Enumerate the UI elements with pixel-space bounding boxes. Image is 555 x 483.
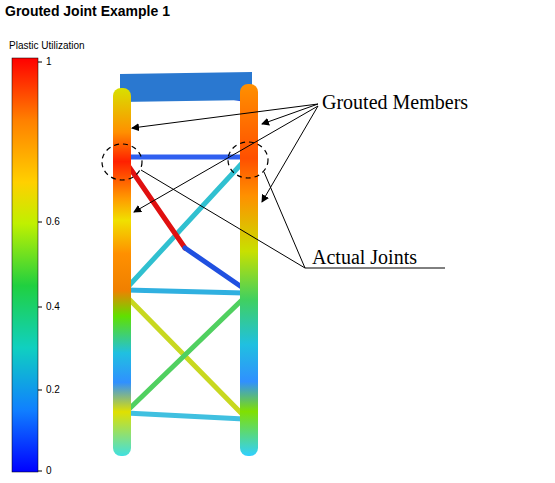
annotation: Grouted Members	[322, 91, 468, 114]
left-leg	[113, 88, 131, 456]
braces	[123, 88, 248, 419]
title: Grouted Joint Example 1	[5, 3, 170, 19]
leader-lines	[132, 104, 445, 268]
joint-circles	[102, 142, 268, 180]
color-bar	[12, 58, 38, 472]
tick-label: 1	[46, 56, 52, 67]
tick-label: 0	[46, 465, 52, 476]
right-leg	[240, 84, 258, 456]
tick-label: 0.2	[46, 384, 60, 395]
top-deck	[120, 72, 252, 102]
color-bar-ticks	[38, 62, 42, 471]
annotation: Actual Joints	[312, 246, 417, 269]
colorbar-title: Plastic Utilization	[9, 40, 85, 51]
tick-label: 0.4	[46, 301, 60, 312]
tick-label: 0.6	[46, 216, 60, 227]
